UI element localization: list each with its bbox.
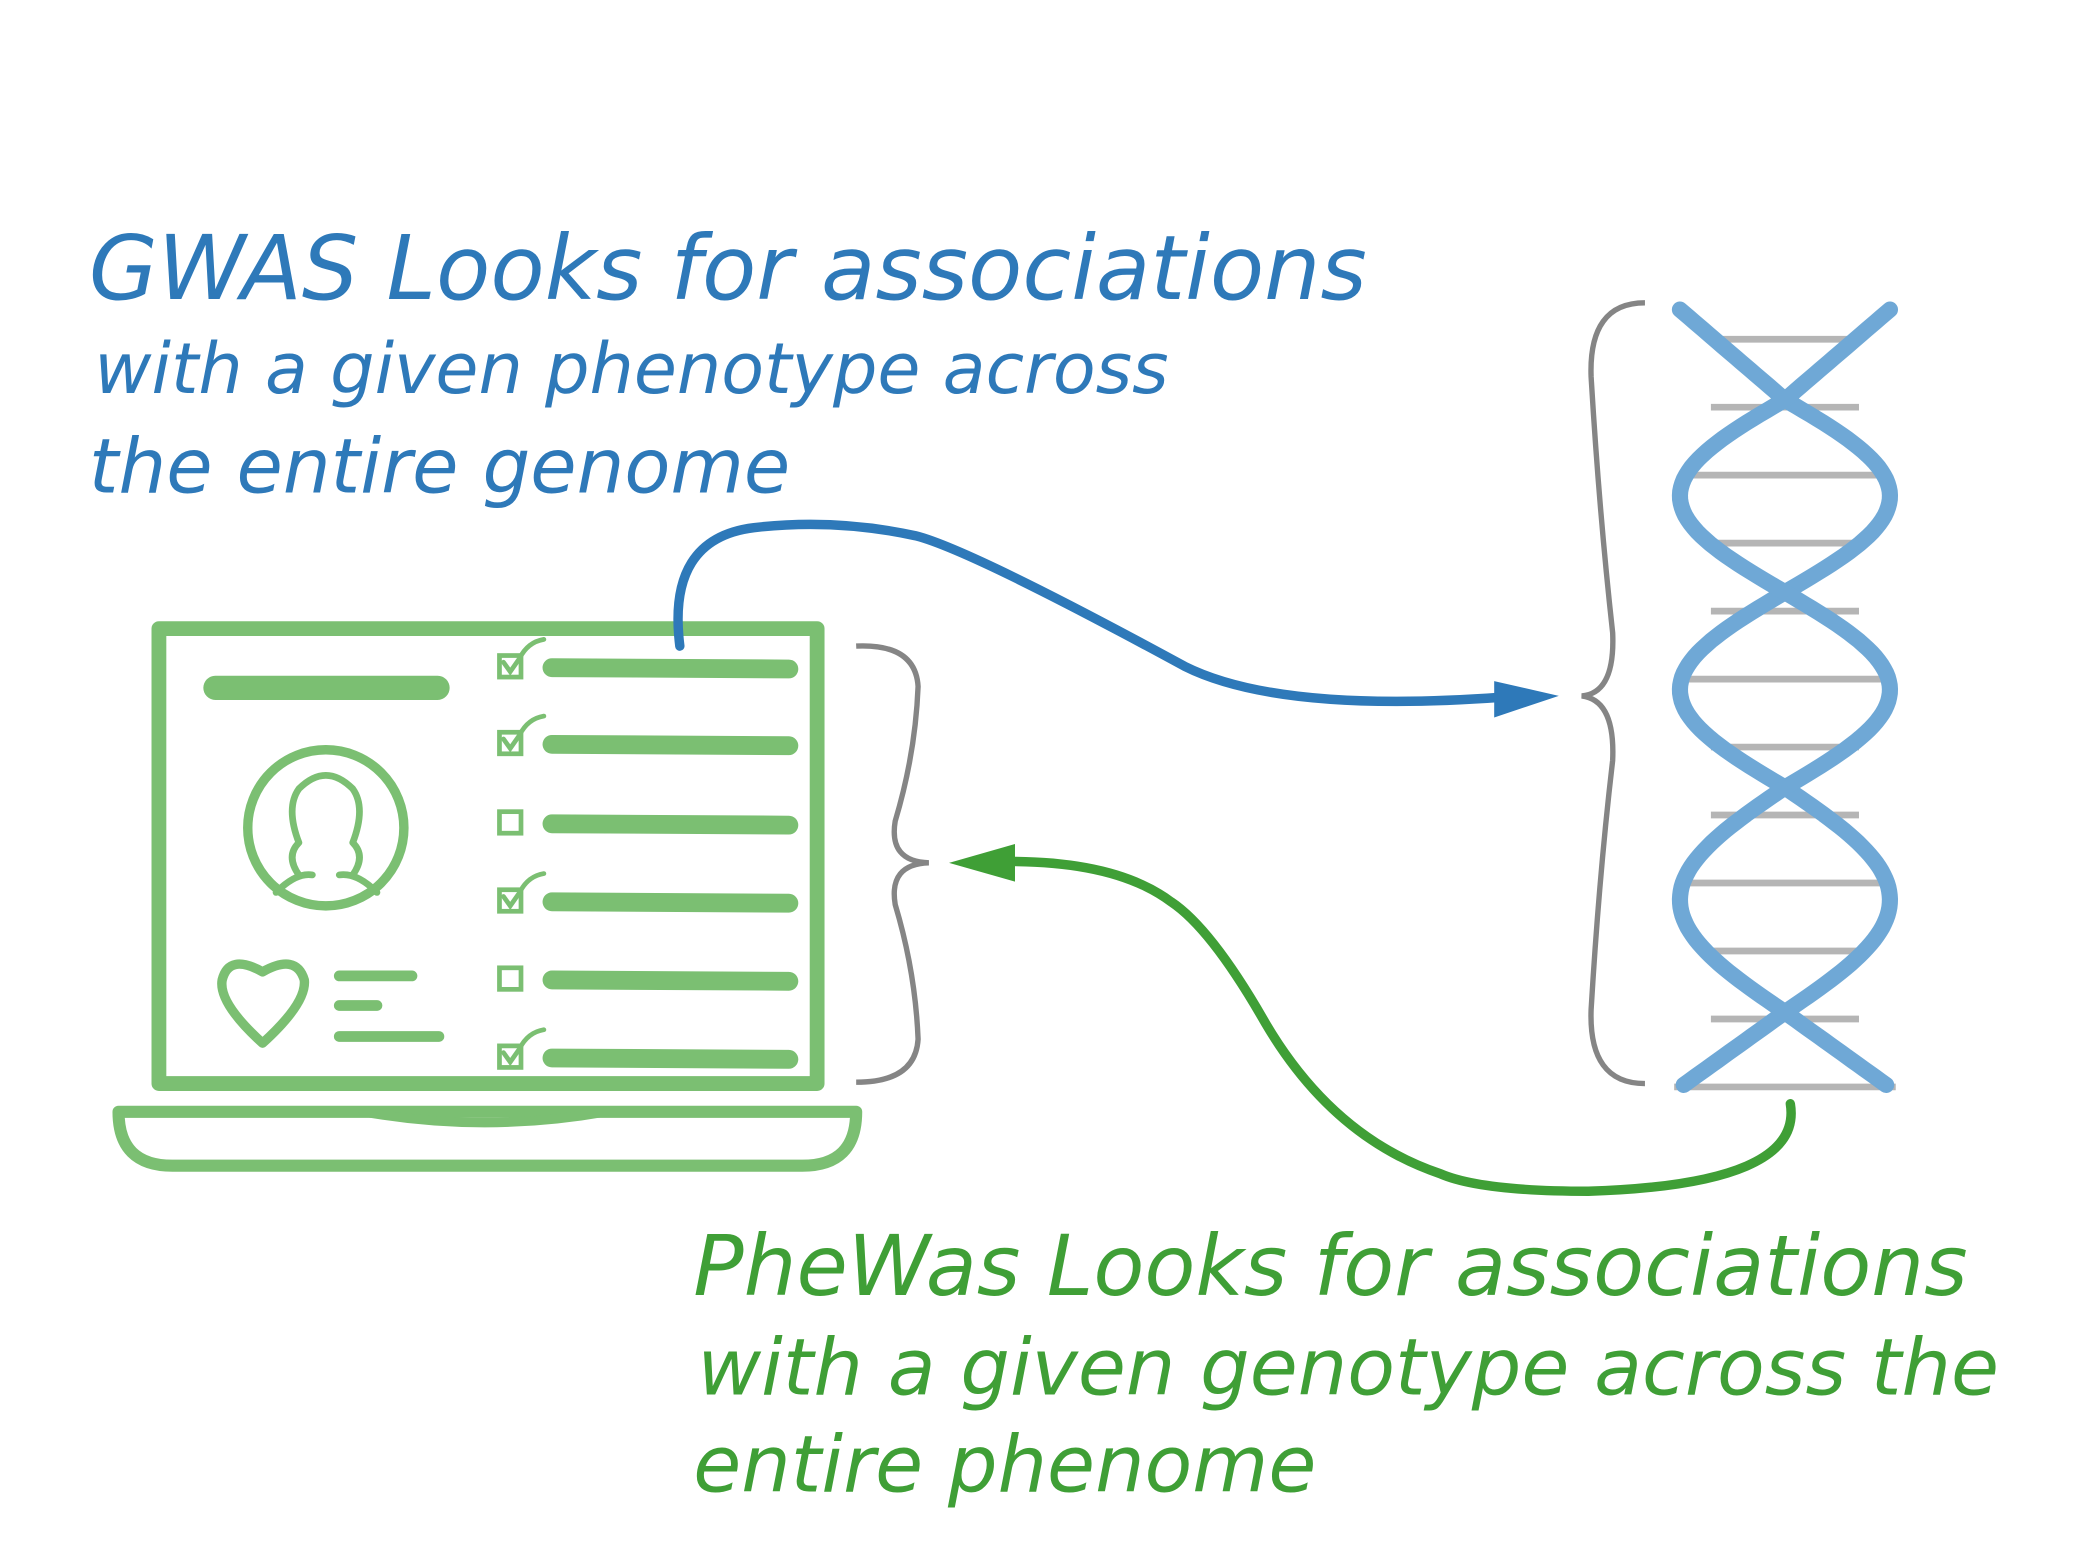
gwas-caption: GWAS Looks for associations with a given… bbox=[89, 217, 1367, 511]
dna-icon bbox=[1671, 301, 1899, 1093]
checkbox-icon bbox=[497, 965, 524, 992]
checkmark-icon bbox=[501, 713, 547, 753]
checkbox-icon bbox=[497, 887, 524, 914]
dna-strand bbox=[1671, 301, 1899, 1093]
checklist-line bbox=[542, 658, 799, 679]
phewas-line-3: entire phenome bbox=[693, 1420, 1316, 1510]
checklist-item bbox=[497, 713, 799, 757]
brace-icon bbox=[856, 300, 1646, 1087]
gwas-line-3: the entire genome bbox=[89, 423, 790, 511]
dna-strand bbox=[1671, 301, 1899, 1093]
checkbox-icon bbox=[497, 653, 524, 680]
phewas-caption: PheWas Looks for associations with a giv… bbox=[693, 1218, 1999, 1511]
checklist-item bbox=[497, 871, 799, 914]
checklist-line bbox=[542, 814, 799, 835]
phewas-line-2: with a given genotype across the bbox=[697, 1324, 1999, 1414]
checkmark-icon bbox=[501, 637, 547, 676]
checkbox-icon bbox=[497, 729, 524, 757]
laptop-icon bbox=[112, 621, 863, 1172]
checklist-item bbox=[497, 1027, 799, 1070]
phewas-arrow-icon bbox=[949, 843, 1796, 1196]
gwas-line-1: GWAS Looks for associations bbox=[89, 217, 1367, 320]
checklist-item bbox=[497, 637, 799, 680]
checklist-line bbox=[542, 1048, 799, 1069]
checkbox-icon bbox=[497, 1043, 524, 1070]
heart-icon bbox=[217, 959, 310, 1048]
checklist-line bbox=[542, 734, 799, 756]
checklist bbox=[497, 637, 799, 1070]
phewas-line-1: PheWas Looks for associations bbox=[693, 1218, 1967, 1315]
checklist-item bbox=[497, 809, 799, 836]
checklist-line bbox=[542, 892, 799, 913]
checkmark-icon bbox=[501, 871, 547, 910]
checklist-line bbox=[542, 970, 799, 991]
gwas-line-2: with a given phenotype across bbox=[94, 328, 1168, 410]
checkbox-icon bbox=[497, 809, 524, 836]
checkmark-icon bbox=[501, 1027, 547, 1067]
checklist-item bbox=[497, 965, 799, 992]
gwas-arrow-icon bbox=[673, 519, 1559, 718]
avatar-icon bbox=[243, 745, 409, 911]
